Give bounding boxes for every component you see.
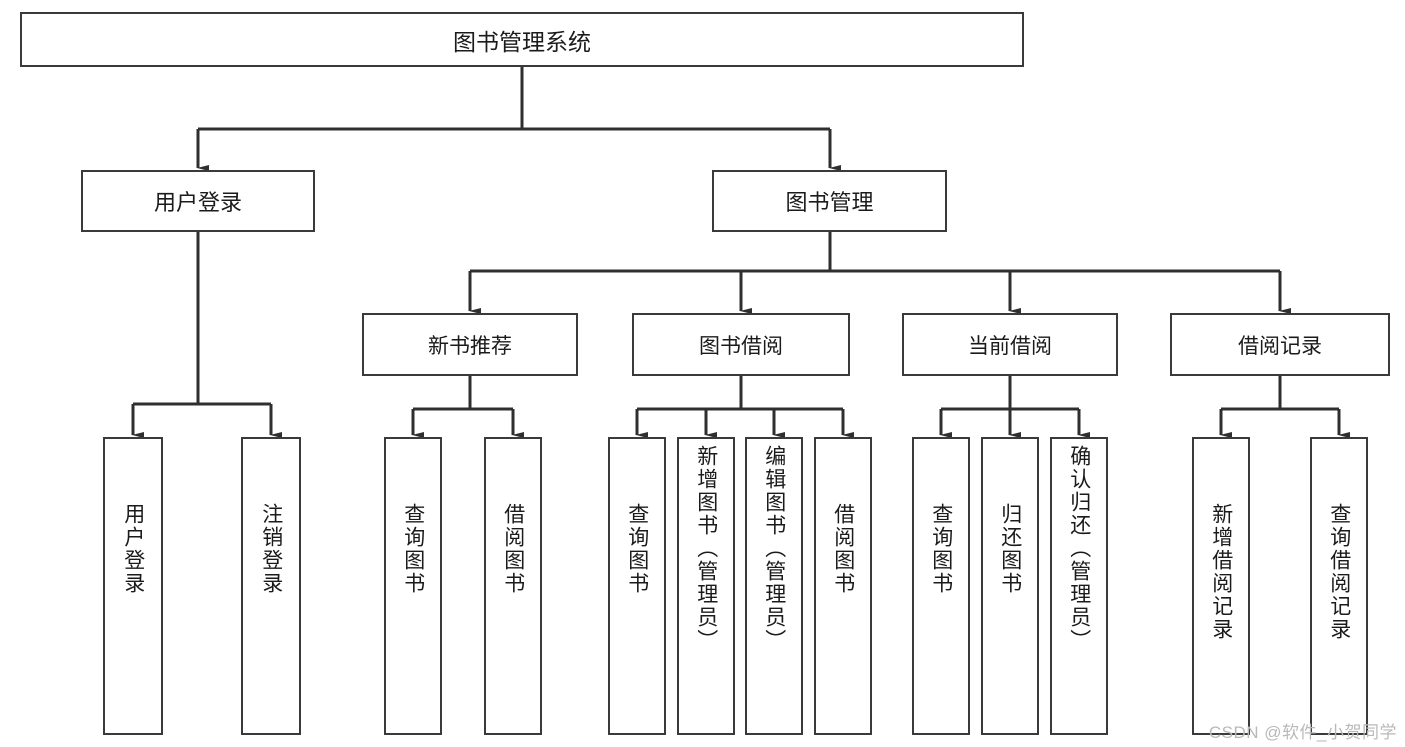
leaf-return-book[interactable]: 归还图书	[981, 437, 1039, 735]
node-book-borrow-label: 图书借阅	[699, 334, 783, 358]
node-user-login[interactable]: 用户登录	[81, 170, 315, 232]
node-new-book-recommend[interactable]: 新书推荐	[362, 313, 578, 376]
leaf-borrow-book-label: 借阅图书	[831, 503, 855, 595]
node-current-borrow[interactable]: 当前借阅	[902, 313, 1118, 376]
leaf-borrow-book-recommend-label: 借阅图书	[501, 503, 525, 595]
leaf-borrow-book[interactable]: 借阅图书	[814, 437, 872, 735]
leaf-edit-book-admin-label: 编辑图书（管理员）	[762, 445, 786, 652]
leaf-add-borrow-record[interactable]: 新增借阅记录	[1192, 437, 1250, 735]
watermark: CSDN @软件_小贺同学	[1208, 723, 1397, 742]
leaf-query-borrow-record[interactable]: 查询借阅记录	[1310, 437, 1368, 735]
leaf-user-login-label: 用户登录	[121, 503, 145, 595]
leaf-add-book-admin[interactable]: 新增图书（管理员）	[677, 437, 735, 735]
leaf-query-book-borrow-label: 查询图书	[625, 503, 649, 595]
node-borrow-record[interactable]: 借阅记录	[1170, 313, 1390, 376]
leaf-query-book-borrow[interactable]: 查询图书	[608, 437, 666, 735]
node-user-login-label: 用户登录	[153, 190, 242, 215]
leaf-logout[interactable]: 注销登录	[241, 437, 301, 735]
leaf-query-book-current-label: 查询图书	[929, 503, 953, 595]
node-book-borrow[interactable]: 图书借阅	[632, 313, 850, 376]
leaf-query-book-current[interactable]: 查询图书	[912, 437, 970, 735]
leaf-query-book-recommend[interactable]: 查询图书	[384, 437, 442, 735]
leaf-query-book-recommend-label: 查询图书	[401, 503, 425, 595]
leaf-add-book-admin-label: 新增图书（管理员）	[694, 445, 718, 652]
leaf-add-borrow-record-label: 新增借阅记录	[1209, 503, 1233, 641]
leaf-return-book-label: 归还图书	[998, 503, 1022, 595]
leaf-edit-book-admin[interactable]: 编辑图书（管理员）	[745, 437, 803, 735]
node-book-management-label: 图书管理	[785, 190, 874, 215]
node-new-book-recommend-label: 新书推荐	[428, 334, 512, 358]
node-borrow-record-label: 借阅记录	[1238, 334, 1322, 358]
node-root[interactable]: 图书管理系统	[20, 12, 1024, 67]
leaf-logout-label: 注销登录	[259, 503, 283, 595]
leaf-confirm-return-admin[interactable]: 确认归还（管理员）	[1050, 437, 1108, 735]
node-book-management[interactable]: 图书管理	[712, 170, 947, 232]
leaf-user-login[interactable]: 用户登录	[103, 437, 163, 735]
leaf-query-borrow-record-label: 查询借阅记录	[1327, 503, 1351, 641]
leaf-borrow-book-recommend[interactable]: 借阅图书	[484, 437, 542, 735]
node-root-label: 图书管理系统	[453, 28, 591, 55]
node-current-borrow-label: 当前借阅	[968, 334, 1052, 358]
leaf-confirm-return-admin-label: 确认归还（管理员）	[1067, 445, 1091, 652]
